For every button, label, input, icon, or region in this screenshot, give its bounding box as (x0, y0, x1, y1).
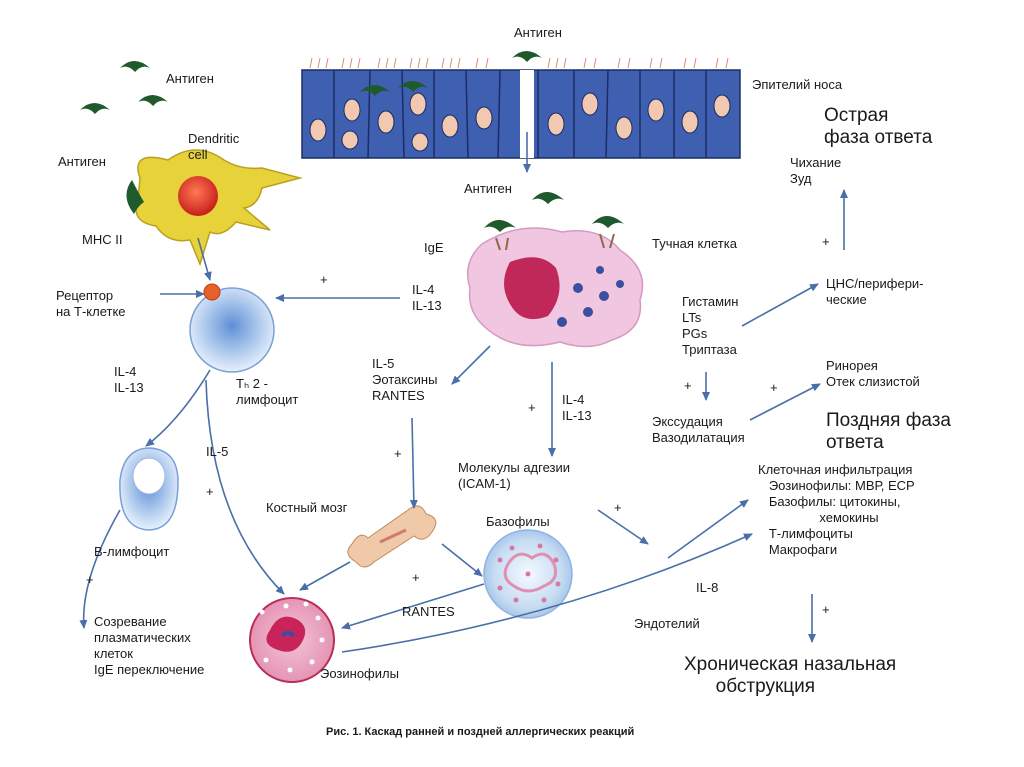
label-cell-infiltration: Клеточная инфильтрация Эозинофилы: МВР, … (758, 462, 915, 557)
label-dendritic-cell: Dendritic cell (188, 131, 240, 162)
label-il4-il13-left: IL-4 IL-13 (114, 364, 144, 395)
label-rhinorrhea: Ринорея Отек слизистой (826, 358, 920, 389)
nasal-epithelium (301, 57, 741, 159)
plus-marrow: + (394, 446, 402, 461)
figure-caption: Рис. 1. Каскад ранней и поздней аллергич… (326, 726, 635, 738)
label-chronic-obstruction: Хроническая назальная обструкция (684, 654, 897, 697)
th2-lymphocyte (189, 283, 275, 373)
label-adhesion: Молекулы адгезии (ICAM-1) (458, 460, 571, 491)
mast-cell (467, 216, 644, 348)
label-il4-il13-top: IL-4 IL-13 (412, 282, 442, 313)
label-epithelium: Эпителий носа (752, 77, 843, 92)
plus-il5: + (206, 484, 214, 499)
plus-rhinorrhea: + (770, 380, 778, 395)
b-lymphocyte (119, 447, 179, 531)
label-acute-phase: Острая фаза ответа (824, 105, 933, 148)
label-sneeze-itch: Чихание Зуд (790, 155, 842, 186)
plus-exudation: + (684, 378, 692, 393)
basophil-cell (483, 529, 573, 619)
arrows (79, 132, 848, 653)
plus-rantes: + (412, 570, 420, 585)
label-rantes: RANTES (402, 604, 455, 619)
plus-adhesion: + (614, 500, 622, 515)
label-ige: IgE (424, 240, 444, 255)
label-il5-left: IL-5 (206, 444, 229, 459)
label-b-lymphocyte: В-лимфоцит (94, 544, 170, 559)
label-il4-il13-mid: IL-4 IL-13 (562, 392, 592, 423)
plus-cns: + (822, 234, 830, 249)
plus-b: + (86, 572, 94, 587)
label-bone-marrow: Костный мозг (266, 500, 348, 515)
label-antigen-left-top: Антиген (166, 71, 214, 86)
label-endothelium: Эндотелий (634, 616, 700, 631)
label-mast-cell: Тучная клетка (652, 236, 737, 251)
label-plasma: Созревание плазматических клеток IgE пер… (94, 614, 205, 677)
label-exudation: Экссудация Вазодилатация (652, 414, 745, 445)
label-basophils: Базофилы (486, 514, 550, 529)
label-mediators: Гистамин LTs PGs Триптаза (682, 294, 739, 357)
label-cns: ЦНС/перифери- ческие (826, 276, 924, 307)
label-receptor: Рецептор на Т-клетке (56, 288, 126, 319)
label-antigen-left: Антиген (58, 154, 106, 169)
label-il8: IL-8 (696, 580, 719, 595)
label-th2-lymphocyte: Tₕ 2 - лимфоцит (236, 376, 299, 407)
plus-th-il: + (320, 272, 328, 287)
label-eosinophils: Эозинофилы (320, 666, 399, 681)
label-antigen-mast: Антиген (464, 181, 512, 196)
antigen-shapes (80, 51, 564, 204)
plus-il4-mid: + (528, 400, 536, 415)
bone-marrow-bone (347, 505, 437, 568)
label-mhc-ii: MHC II (82, 232, 123, 247)
label-il5-group: IL-5 Эотаксины RANTES (372, 356, 438, 403)
label-late-phase: Поздняя фаза ответа (826, 410, 952, 453)
label-antigen-top: Антиген (514, 25, 562, 40)
eosinophil-cell (249, 597, 335, 683)
dendritic-cell (126, 149, 303, 267)
plus-chronic: + (822, 602, 830, 617)
